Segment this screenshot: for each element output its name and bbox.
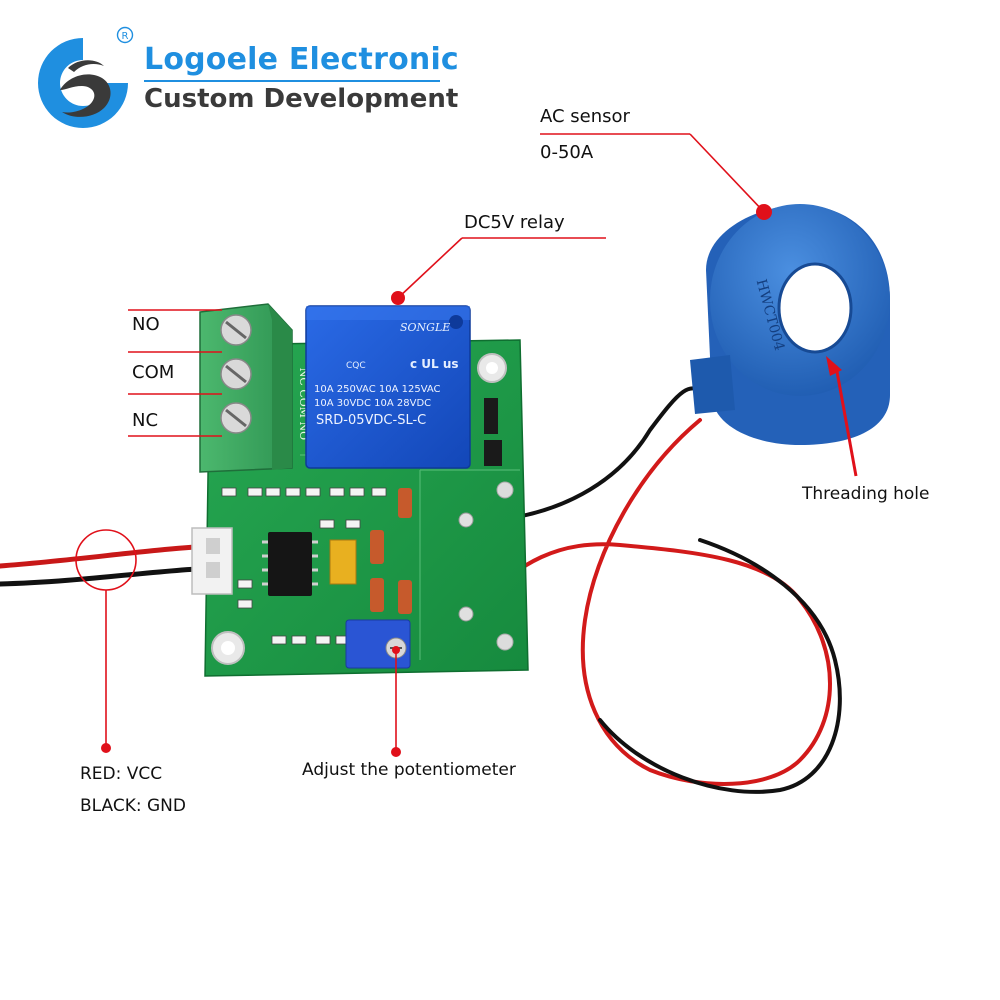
ac-sensor-range: 0-50A xyxy=(540,142,594,163)
relay-cert: CQC xyxy=(346,361,366,371)
potentiometer-label: Adjust the potentiometer xyxy=(302,760,516,780)
flyback-diode xyxy=(484,398,498,434)
relay-ul-mark: c UL us xyxy=(410,357,459,371)
logo-icon xyxy=(38,38,128,128)
ac-sensor-title: AC sensor xyxy=(540,106,630,127)
brand-divider xyxy=(144,80,440,82)
wire-black-label: BLACK: GND xyxy=(80,796,186,816)
diodes xyxy=(370,488,412,614)
transistor xyxy=(484,440,502,466)
sensor-wires xyxy=(466,386,842,794)
tantalum-capacitor xyxy=(329,539,357,585)
potentiometer xyxy=(345,619,411,669)
relay-model: SRD-05VDC-SL-C xyxy=(316,413,426,428)
relay-label: DC5V relay xyxy=(464,212,565,233)
brand-tagline: Custom Development xyxy=(144,84,459,114)
terminal-block: NC COM NO xyxy=(199,303,310,473)
threading-hole xyxy=(779,264,851,352)
brand-name: Logoele Electronic xyxy=(144,42,459,77)
annotation-callouts xyxy=(75,133,858,752)
relay: SONGLE CQC c UL us 10A 250VAC 10A 125VAC… xyxy=(305,305,471,469)
annotation-dots xyxy=(101,204,772,757)
relay-rating-1: 10A 250VAC 10A 125VAC xyxy=(314,384,441,395)
smd-components xyxy=(221,487,387,645)
wire-red-label: RED: VCC xyxy=(80,764,163,784)
terminal-com-label: COM xyxy=(132,362,175,383)
current-sensor: HWCT004 xyxy=(690,204,890,445)
terminal-nc-label: NC xyxy=(132,410,159,431)
brand-header: R Logoele Electronic Custom Development xyxy=(28,26,459,138)
threading-hole-arrow-icon xyxy=(826,356,842,376)
relay-brand: SONGLE xyxy=(400,321,450,334)
threading-hole-label: Threading hole xyxy=(802,484,930,504)
ic-chip xyxy=(262,532,318,596)
power-input-wires xyxy=(0,543,217,587)
input-connector xyxy=(191,527,233,595)
trademark-icon: R xyxy=(116,26,134,44)
relay-rating-2: 10A 30VDC 10A 28VDC xyxy=(314,398,431,409)
terminal-no-label: NO xyxy=(132,314,160,335)
trademark-letter: R xyxy=(122,31,129,42)
